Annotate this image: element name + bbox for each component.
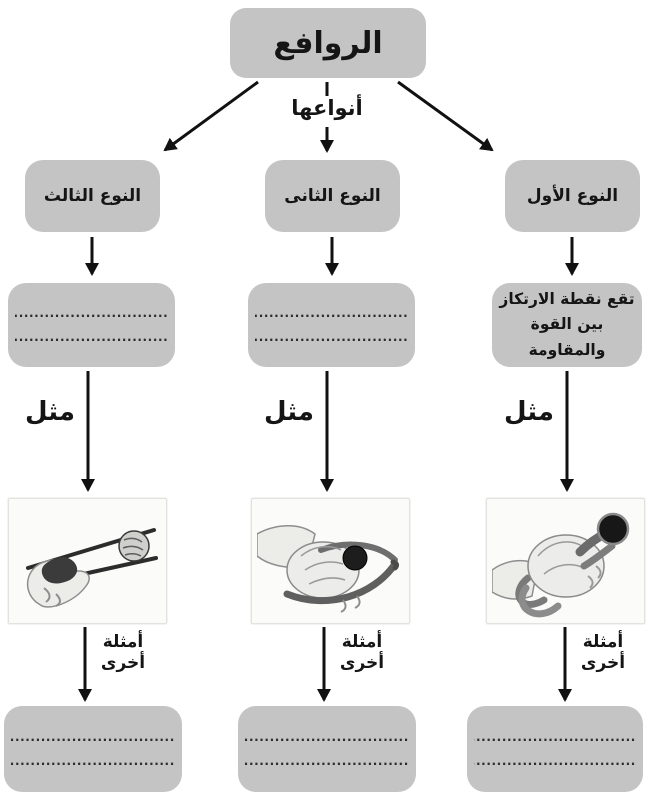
more-examples-label-third: أمثلة أخرى — [100, 632, 146, 674]
definition-node-first: تقع نقطة الارتكاز بين القوة والمقاومة — [492, 283, 642, 367]
type-node-third: النوع الثالث — [25, 160, 160, 232]
blank-dotted-line: ................................... — [14, 331, 169, 343]
example-label-second: مثل — [264, 397, 314, 427]
type-node-first: النوع الأول — [505, 160, 640, 232]
blank-dotted-line: ................................... — [245, 731, 409, 743]
example-image-third — [8, 498, 167, 624]
example-image-first — [486, 498, 645, 624]
branch-label-types: أنواعها — [291, 96, 363, 120]
blank-dotted-line: ................................... — [254, 307, 409, 319]
type-label-second: النوع الثانى — [284, 186, 381, 206]
type-label-third: النوع الثالث — [43, 186, 142, 206]
definition-blank-second: ................................... ....… — [248, 283, 415, 367]
more-examples-blank-second: ................................... ....… — [238, 706, 416, 792]
type-label-first: النوع الأول — [526, 186, 619, 206]
hand-squeezing-nutcracker-on-nut-icon — [257, 525, 400, 613]
example-label-third: مثل — [25, 397, 75, 427]
definition-blank-third: ................................... ....… — [8, 283, 175, 367]
blank-dotted-line: ................................... — [474, 731, 636, 743]
blank-dotted-line: ................................... — [254, 331, 409, 343]
blank-dotted-line: ................................... — [11, 755, 175, 767]
more-examples-label-second: أمثلة أخرى — [339, 632, 385, 674]
root-node-levers: الروافع — [230, 8, 426, 78]
example-label-first: مثل — [504, 397, 554, 427]
blank-dotted-line: ................................... — [11, 731, 175, 743]
definition-line: تقع نقطة الارتكاز — [499, 289, 635, 308]
hand-holding-chopsticks-with-food-icon — [26, 528, 158, 608]
type-node-second: النوع الثانى — [265, 160, 400, 232]
blank-dotted-line: ................................... — [474, 755, 636, 767]
hand-holding-pliers-gripping-nut-icon — [492, 512, 630, 618]
more-examples-label-first: أمثلة أخرى — [580, 632, 626, 674]
blank-dotted-line: ................................... — [245, 755, 409, 767]
more-examples-blank-first: ................................... ....… — [467, 706, 643, 792]
example-image-second — [251, 498, 410, 624]
definition-line: بين القوة والمقاومة — [528, 315, 606, 359]
more-examples-blank-third: ................................... ....… — [4, 706, 182, 792]
root-title: الروافع — [273, 25, 383, 61]
blank-dotted-line: ................................... — [14, 307, 169, 319]
